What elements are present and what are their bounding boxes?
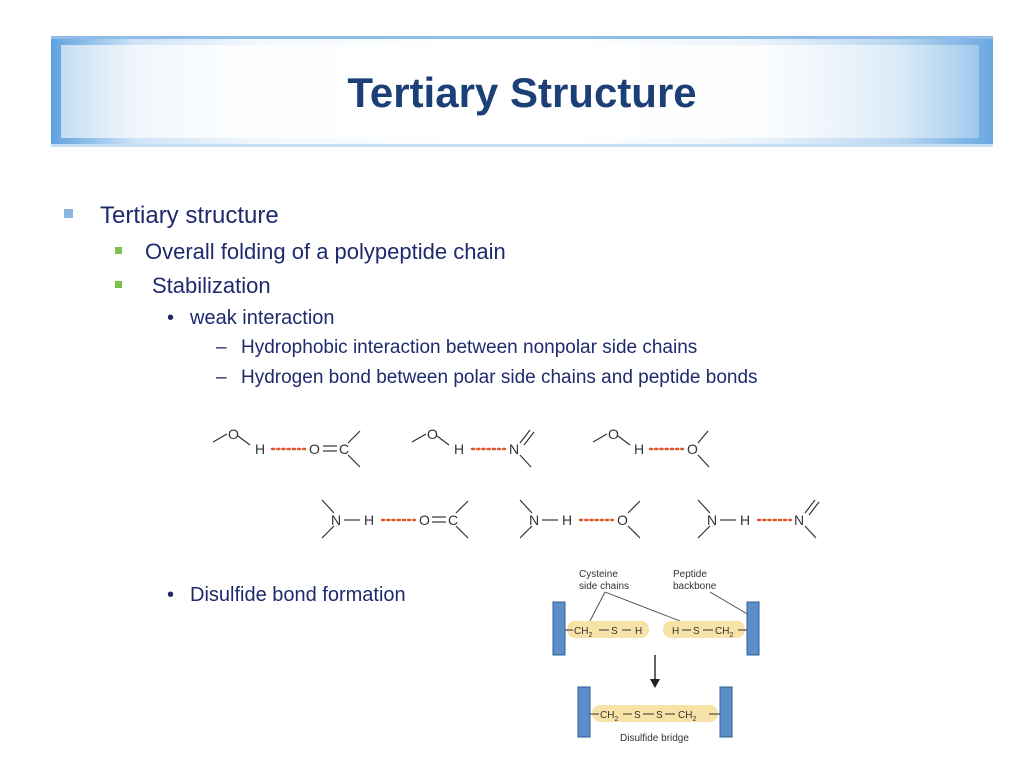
atom-label: O <box>617 512 628 528</box>
bullet-text: Stabilization <box>152 273 271 298</box>
hydrogen-bond-figure: O H O C O H N O H O N H O C N H O N H N <box>212 426 820 539</box>
svg-text:S: S <box>693 626 700 637</box>
bullet-text: Tertiary structure <box>100 202 279 229</box>
backbone-bar <box>746 601 760 656</box>
atom-label: H <box>255 441 265 457</box>
atom-label: O <box>687 441 698 457</box>
atom-label: N <box>794 512 804 528</box>
bullet-text: Disulfide bond formation <box>190 584 406 606</box>
disulfide-bridge-chain <box>592 705 718 722</box>
svg-text:H: H <box>672 626 679 637</box>
title-banner-inner <box>61 45 979 138</box>
label-cysteine: Cysteine <box>579 569 618 580</box>
down-arrow-icon <box>650 655 660 688</box>
atom-label: O <box>309 441 320 457</box>
bullet-text: Hydrogen bond between polar side chains … <box>241 367 758 388</box>
svg-text:CH2: CH2 <box>678 710 696 723</box>
dot-bullet-icon: • <box>167 307 175 329</box>
backbone-bar <box>552 601 566 656</box>
atom-label: O <box>228 426 239 442</box>
slide-title: Tertiary Structure <box>347 69 697 116</box>
svg-text:CH2: CH2 <box>600 710 618 723</box>
label-backbone: backbone <box>673 581 717 592</box>
backbone-bar <box>577 686 591 738</box>
atom-label: H <box>562 512 572 528</box>
svg-text:CH2: CH2 <box>574 626 592 639</box>
backbone-bar <box>719 686 733 738</box>
atom-label: O <box>419 512 430 528</box>
atom-label: H <box>740 512 750 528</box>
svg-text:CH2: CH2 <box>715 626 733 639</box>
atom-label: C <box>339 441 349 457</box>
dot-bullet-icon: • <box>167 584 175 606</box>
atom-label: H <box>634 441 644 457</box>
bullet-text: Hydrophobic interaction between nonpolar… <box>241 337 698 358</box>
label-disulfide-bridge: Disulfide bridge <box>620 733 689 744</box>
atom-label: N <box>331 512 341 528</box>
svg-text:S: S <box>611 626 618 637</box>
square-bullet-icon <box>64 209 73 218</box>
bullet-text: weak interaction <box>190 307 335 329</box>
bullet-text: Overall folding of a polypeptide chain <box>145 239 506 264</box>
square-bullet-icon <box>115 281 122 288</box>
atom-label: N <box>509 441 519 457</box>
title-banner: Tertiary Structure <box>51 36 993 147</box>
svg-text:S: S <box>634 710 641 721</box>
atom-label: O <box>608 426 619 442</box>
atom-label: N <box>529 512 539 528</box>
atom-label: H <box>364 512 374 528</box>
atom-label: N <box>707 512 717 528</box>
atom-label: O <box>427 426 438 442</box>
atom-label: H <box>454 441 464 457</box>
label-peptide: Peptide <box>673 569 707 580</box>
disulfide-bond-figure: Cysteine side chains Peptide backbone CH… <box>552 569 760 744</box>
dash-bullet-icon: – <box>216 337 227 358</box>
svg-text:S: S <box>656 710 663 721</box>
square-bullet-icon <box>115 247 122 254</box>
label-side-chains: side chains <box>579 581 629 592</box>
dash-bullet-icon: – <box>216 367 227 388</box>
atom-label: C <box>448 512 458 528</box>
svg-text:H: H <box>635 626 642 637</box>
